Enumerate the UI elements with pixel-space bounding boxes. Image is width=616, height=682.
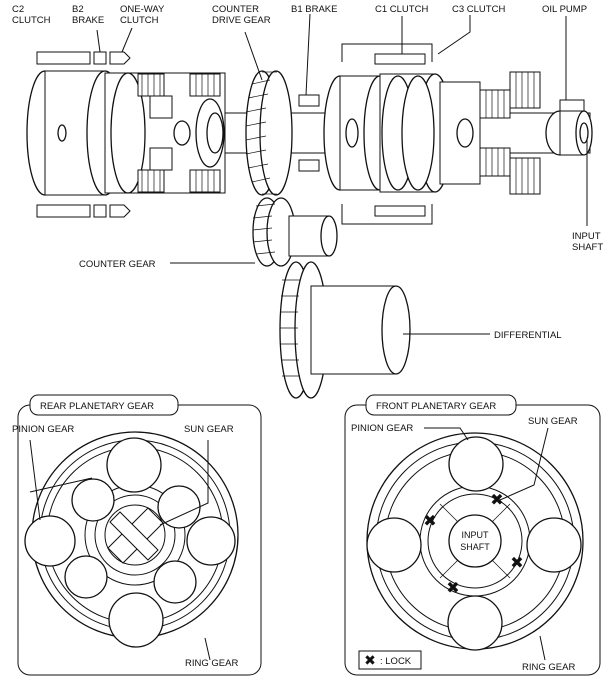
front-pinion-bottom bbox=[447, 595, 503, 651]
rear-sun-gear-label: SUN GEAR bbox=[184, 424, 234, 435]
front-input-shaft-label-line1: INPUT bbox=[462, 530, 490, 540]
b2-brake-label-line1: B2 bbox=[72, 4, 84, 15]
front-panel-title: FRONT PLANETARY GEAR bbox=[376, 401, 496, 412]
differential-label: DIFFERENTIAL bbox=[494, 330, 562, 341]
front-pinion-gear-label: PINION GEAR bbox=[351, 423, 413, 434]
rear-pinion-top bbox=[106, 437, 162, 493]
c2-clutch-lower bbox=[36, 204, 91, 218]
top-labels: C2 CLUTCH B2 BRAKE ONE-WAY CLUTCH COUNTE… bbox=[12, 4, 603, 341]
lock-x-icon-4: ✖ bbox=[446, 578, 459, 597]
c2-clutch-upper bbox=[36, 51, 91, 65]
front-pinion-left bbox=[366, 517, 422, 573]
lock-legend-label: : LOCK bbox=[380, 656, 412, 667]
counter-gear-label: COUNTER GEAR bbox=[79, 259, 156, 270]
counter-drive-gear-label-line1: COUNTER bbox=[212, 4, 259, 15]
c1-clutch-label: C1 CLUTCH bbox=[375, 4, 428, 15]
input-shaft-label-line1: INPUT bbox=[572, 231, 601, 242]
c1-clutch-upper bbox=[374, 53, 426, 65]
rear-ring-gear-label: RING GEAR bbox=[185, 658, 238, 669]
one-way-clutch-label-line2: CLUTCH bbox=[120, 15, 159, 26]
b1-brake-upper bbox=[298, 94, 320, 107]
b2-brake-lower bbox=[93, 204, 107, 218]
rear-pinion-left bbox=[24, 515, 76, 567]
lock-legend-x-icon: ✖ bbox=[364, 653, 376, 669]
front-planetary-panel: FRONT PLANETARY GEAR ✖ ✖ ✖ ✖ INPUT SHAFT… bbox=[344, 394, 601, 676]
front-ring-gear-label: RING GEAR bbox=[522, 662, 575, 673]
front-input-shaft-label-line2: SHAFT bbox=[460, 542, 490, 552]
rear-pinion-inner-4 bbox=[153, 560, 197, 604]
lock-legend-box bbox=[358, 650, 422, 670]
front-panel-title-box bbox=[365, 394, 517, 416]
rear-panel-title-box bbox=[29, 394, 179, 416]
c3-clutch-label: C3 CLUTCH bbox=[452, 4, 505, 15]
lock-x-icon-3: ✖ bbox=[510, 553, 523, 572]
rear-panel-title: REAR PLANETARY GEAR bbox=[40, 401, 154, 412]
rear-pinion-right bbox=[186, 516, 236, 566]
oil-pump-label: OIL PUMP bbox=[542, 4, 587, 15]
gear-train-assembly bbox=[26, 43, 593, 399]
c1-clutch-lower bbox=[374, 205, 426, 217]
rear-pinion-bottom bbox=[108, 592, 164, 648]
rear-pinion-inner-2 bbox=[157, 485, 201, 529]
b1-brake-label: B1 BRAKE bbox=[291, 4, 337, 15]
lock-x-icon-2: ✖ bbox=[423, 511, 436, 530]
rear-pinion-inner-1 bbox=[71, 478, 115, 522]
front-pinion-top bbox=[448, 436, 504, 492]
b2-brake-upper bbox=[93, 51, 107, 65]
front-pinion-right bbox=[526, 517, 582, 573]
one-way-clutch-upper bbox=[109, 51, 131, 65]
input-shaft-label-line2: SHAFT bbox=[572, 242, 603, 253]
c2-clutch-label-line2: CLUTCH bbox=[12, 15, 51, 26]
front-input-shaft bbox=[448, 514, 502, 568]
rear-sun-gear-cross bbox=[109, 511, 159, 561]
b2-brake-label-line2: BRAKE bbox=[72, 15, 104, 26]
one-way-clutch-label-line1: ONE-WAY bbox=[120, 4, 165, 15]
c2-clutch-label-line1: C2 bbox=[12, 4, 24, 15]
counter-drive-gear-label-line2: DRIVE GEAR bbox=[212, 15, 271, 26]
top-leader-lines bbox=[96, 13, 588, 335]
one-way-clutch-lower bbox=[109, 204, 131, 218]
front-sun-gear-label: SUN GEAR bbox=[528, 416, 578, 427]
rear-pinion-inner-3 bbox=[64, 555, 108, 599]
b1-brake-lower bbox=[298, 159, 320, 172]
rear-planetary-panel: REAR PLANETARY GEAR PINION GEAR SUN GEAR… bbox=[12, 394, 262, 676]
lock-x-icon-1: ✖ bbox=[490, 490, 503, 509]
rear-pinion-gear-label: PINION GEAR bbox=[12, 424, 74, 435]
